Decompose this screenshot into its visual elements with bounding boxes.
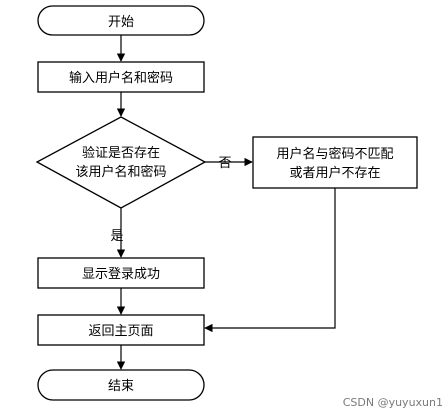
end-node: 结束 (37, 369, 205, 401)
error-label-line2: 或者用户不存在 (289, 165, 380, 181)
input-label: 输入用户名和密码 (69, 70, 173, 86)
yes-label: 是 (110, 229, 123, 244)
decision-label-line1: 验证是否存在 (82, 145, 160, 161)
error-label-line1: 用户名与密码不匹配 (276, 146, 393, 162)
decision-label-line2: 该用户名和密码 (75, 164, 166, 180)
start-node: 开始 (37, 5, 205, 36)
success-node: 显示登录成功 (37, 257, 205, 289)
success-label: 显示登录成功 (82, 267, 160, 282)
start-label: 开始 (108, 15, 134, 30)
end-label: 结束 (108, 379, 134, 394)
watermark: CSDN @yuyuxun1 (343, 396, 443, 409)
edge-error-to-return (204, 188, 336, 333)
decision-node: 验证是否存在 该用户名和密码 (35, 116, 207, 209)
input-node: 输入用户名和密码 (37, 61, 205, 93)
error-node: 用户名与密码不匹配 或者用户不存在 (252, 136, 418, 189)
return-home-label: 返回主页面 (88, 324, 153, 339)
no-label: 否 (218, 156, 231, 171)
return-home-node: 返回主页面 (37, 314, 205, 346)
